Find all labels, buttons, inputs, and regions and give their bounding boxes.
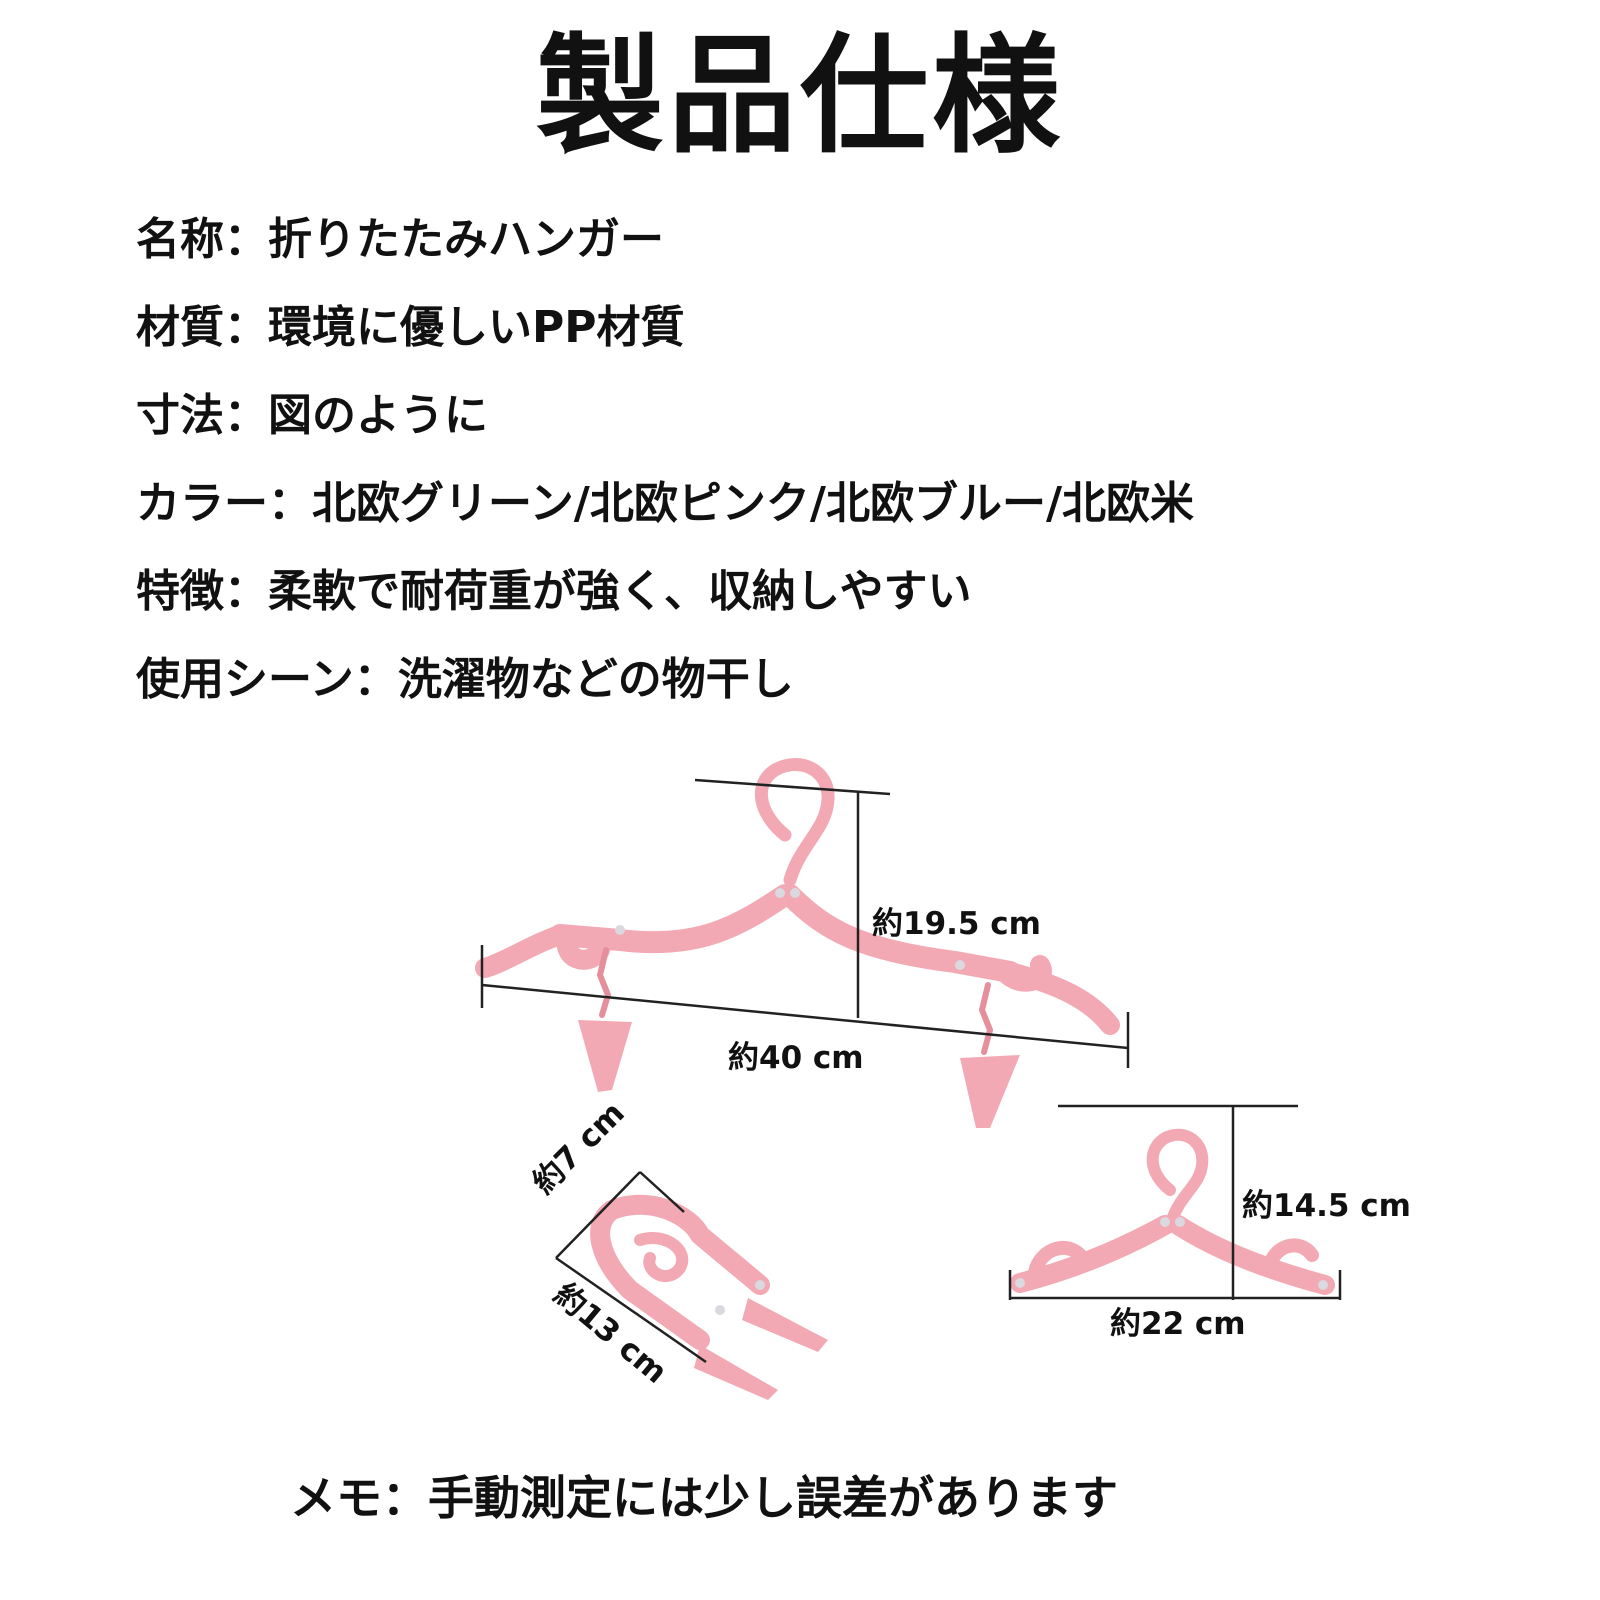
spec-label: 特徴：	[136, 566, 268, 617]
open-dimension-lines	[480, 778, 1130, 1068]
page-title: 製品仕様	[535, 22, 1064, 171]
rivet	[955, 960, 965, 970]
memo-note: メモ：手動測定には少し誤差があります	[290, 1462, 1118, 1528]
spec-value: 図のように	[268, 390, 488, 441]
rivet	[1015, 1278, 1025, 1288]
half-right-disc	[1263, 1238, 1319, 1272]
right-chain	[979, 982, 993, 1055]
half-right-arm	[1168, 1215, 1335, 1295]
right-end	[995, 955, 1120, 1035]
left-chain	[597, 947, 611, 1018]
half-dimension-lines	[1008, 1104, 1342, 1300]
spec-label: 材質：	[136, 302, 268, 353]
half-hook	[1146, 1128, 1209, 1226]
spec-usage: 使用シーン：洗濯物などの物干し	[136, 654, 1194, 742]
spec-size: 寸法：図のように	[136, 390, 1194, 478]
rivet	[790, 888, 800, 898]
folded-hanger-image	[590, 1194, 828, 1400]
half-hanger-image	[1010, 1128, 1335, 1295]
folded-clip	[694, 1345, 778, 1400]
left-arm	[549, 884, 796, 954]
spec-value: 北欧グリーン/北欧ピンク/北欧ブルー/北欧米	[312, 478, 1195, 529]
spec-value: 洗濯物などの物干し	[397, 654, 794, 705]
rivet	[755, 1280, 765, 1290]
memo-label: メモ：	[290, 1471, 428, 1525]
spec-material: 材質：環境に優しいPP材質	[136, 302, 1194, 390]
memo-text: 手動測定には少し誤差があります	[428, 1471, 1118, 1525]
folded-dimension-lines	[555, 1171, 707, 1364]
right-arm	[779, 884, 1021, 983]
rivet	[1318, 1280, 1328, 1290]
open-hanger-image	[475, 758, 1120, 1128]
rivet	[1175, 1217, 1185, 1227]
spec-label: 名称：	[136, 214, 268, 265]
dim-half-height: 約14.5 cm	[1242, 1188, 1411, 1224]
spec-label: 寸法：	[136, 390, 268, 441]
rivet	[615, 925, 625, 935]
dim-open-height: 約19.5 cm	[872, 906, 1041, 942]
spec-feature: 特徴：柔軟で耐荷重が強く、収納しやすい	[136, 566, 1194, 654]
folded-clip	[742, 1298, 828, 1352]
spec-list: 名称：折りたたみハンガー 材質：環境に優しいPP材質 寸法：図のように カラー：…	[136, 214, 1194, 742]
left-clip	[578, 1020, 632, 1092]
spec-label: 使用シーン：	[136, 654, 398, 705]
spec-name: 名称：折りたたみハンガー	[136, 214, 1194, 302]
spec-value: 柔軟で耐荷重が強く、収納しやすい	[268, 566, 972, 617]
spec-value: 折りたたみハンガー	[268, 214, 664, 265]
spec-color: カラー：北欧グリーン/北欧ピンク/北欧ブルー/北欧米	[136, 478, 1194, 566]
left-end	[475, 925, 610, 978]
half-left-disc	[1028, 1240, 1087, 1279]
dim-half-width: 約22 cm	[1110, 1306, 1246, 1342]
hook	[754, 758, 835, 887]
rivet	[775, 888, 785, 898]
rivet	[1160, 1217, 1170, 1227]
spec-label: カラー：	[136, 478, 312, 529]
spec-value: 環境に優しいPP材質	[268, 302, 685, 353]
folded-inner-loop	[634, 1232, 689, 1282]
right-clip	[960, 1055, 1020, 1128]
rivet	[715, 1305, 725, 1315]
dim-open-width: 約40 cm	[728, 1040, 864, 1076]
folded-body	[590, 1194, 770, 1350]
